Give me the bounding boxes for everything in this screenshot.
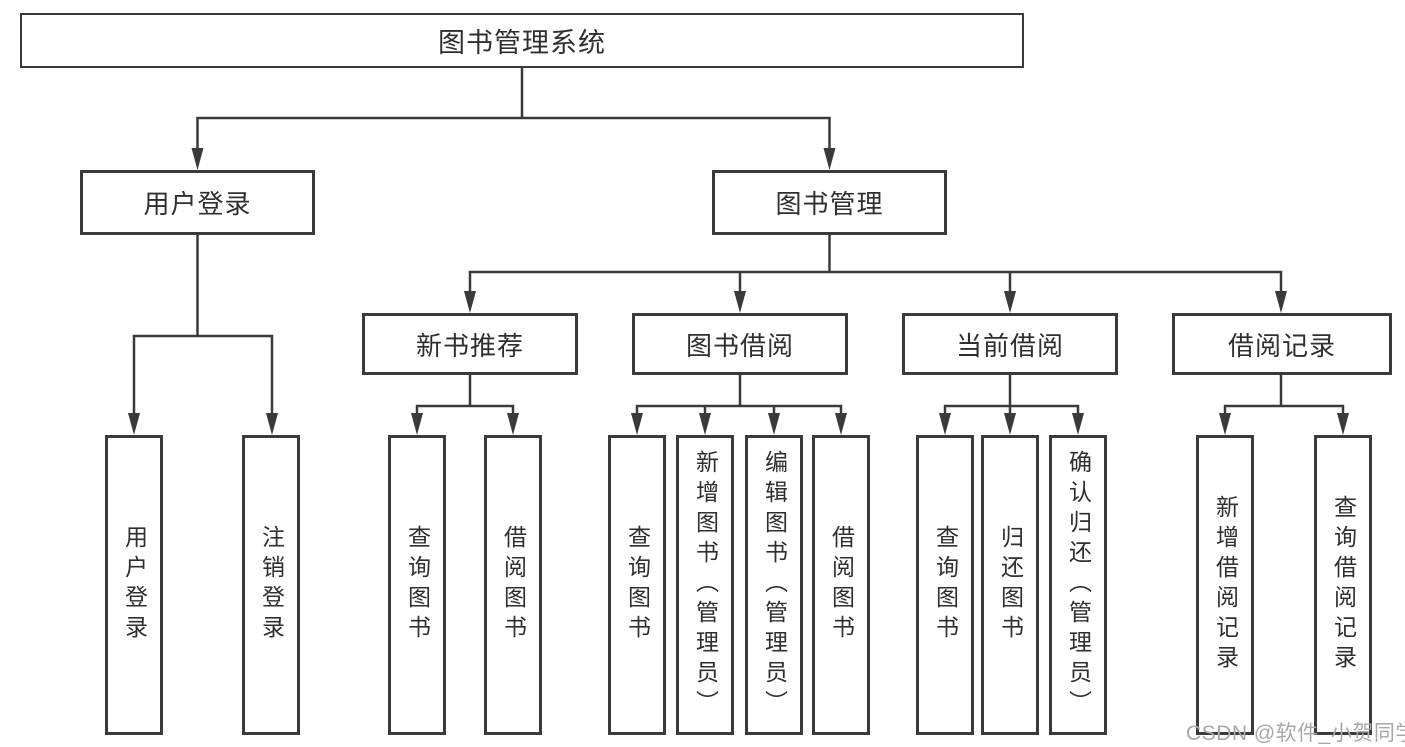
- node-leaf-query-borrowing-record: 查询借阅记录: [1314, 435, 1372, 735]
- node-new-book-recommend: 新书推荐: [362, 313, 578, 375]
- node-root: 图书管理系统: [20, 13, 1024, 68]
- node-book-borrowing: 图书借阅: [632, 313, 848, 375]
- node-leaf-query-books-current: 查询图书: [916, 435, 974, 735]
- node-leaf-user-login: 用户登录: [105, 435, 163, 735]
- node-user-login: 用户登录: [80, 170, 315, 235]
- node-borrowing-records: 借阅记录: [1172, 313, 1392, 375]
- connector-book-borrowing-children: [631, 375, 847, 435]
- connector-root-to-level2: [191, 68, 836, 170]
- connector-user-login-children: [128, 235, 278, 435]
- csdn-watermark: CSDN @软件_小贺同学: [1186, 722, 1405, 745]
- connector-new-book-recommend-children: [411, 375, 519, 435]
- node-leaf-confirm-return-admin: 确认归还（管理员）: [1049, 435, 1107, 735]
- node-leaf-query-books-recommend: 查询图书: [388, 435, 446, 735]
- connector-borrowing-records-children: [1219, 375, 1349, 435]
- node-leaf-add-borrowing-record: 新增借阅记录: [1196, 435, 1254, 735]
- node-leaf-borrow-books-recommend: 借阅图书: [484, 435, 542, 735]
- node-current-borrowing: 当前借阅: [902, 313, 1118, 375]
- connector-book-management-children: [464, 235, 1287, 313]
- node-leaf-query-books-borrowing: 查询图书: [608, 435, 666, 735]
- connector-current-borrowing-children: [939, 375, 1084, 435]
- node-leaf-logout: 注销登录: [242, 435, 300, 735]
- node-leaf-return-books: 归还图书: [981, 435, 1039, 735]
- node-leaf-borrow-books: 借阅图书: [812, 435, 870, 735]
- node-book-management: 图书管理: [712, 170, 947, 235]
- node-leaf-add-books-admin: 新增图书（管理员）: [676, 435, 734, 735]
- node-leaf-edit-books-admin: 编辑图书（管理员）: [745, 435, 803, 735]
